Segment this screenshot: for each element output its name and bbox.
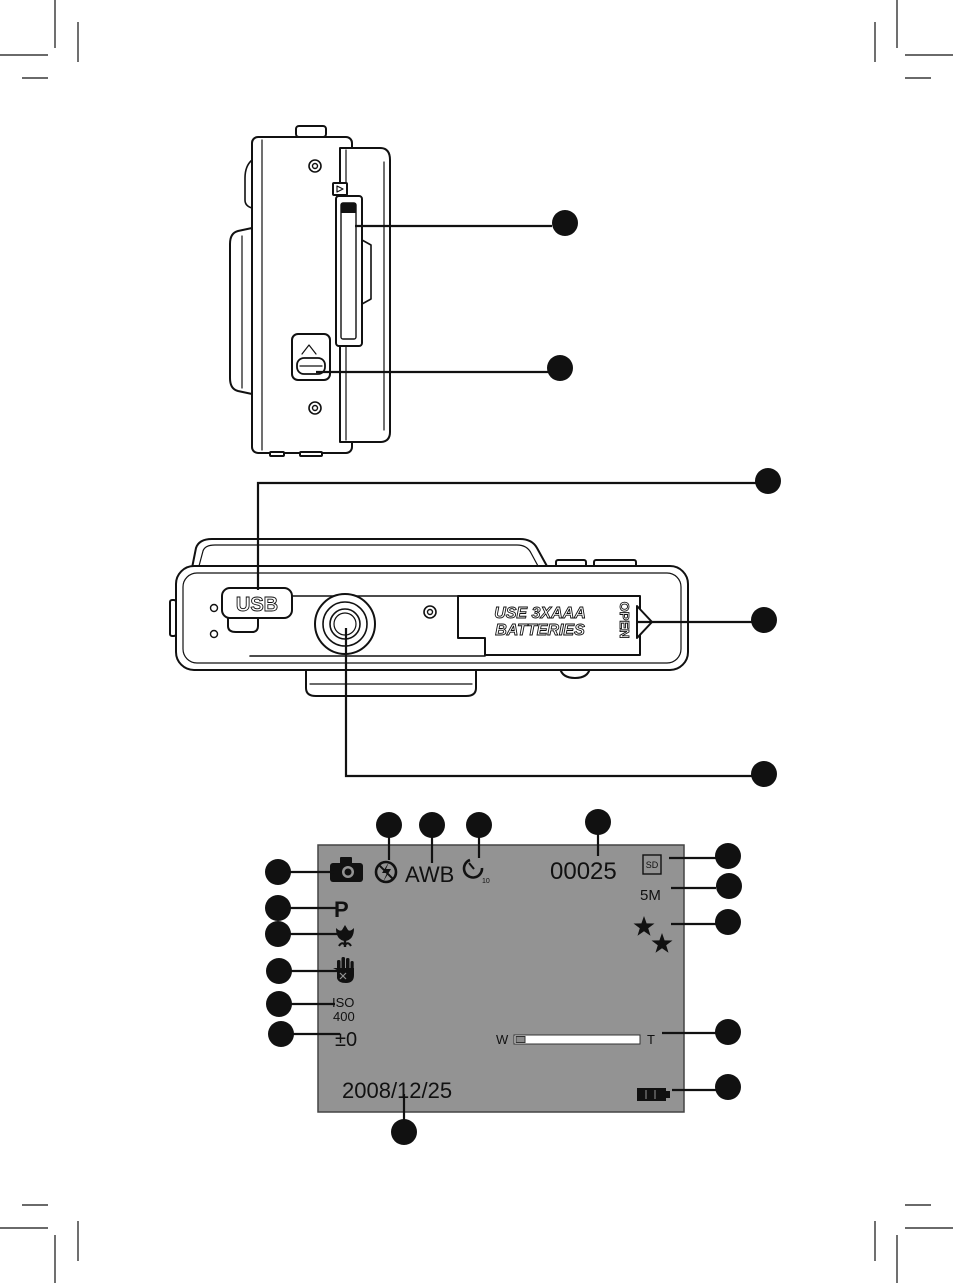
lens-barrel xyxy=(230,228,252,394)
callout-marker xyxy=(552,210,578,236)
callout-marker xyxy=(265,921,291,947)
usb-label: USB xyxy=(236,594,278,616)
storage-media-label: SD xyxy=(646,860,659,870)
exposure-compensation: ±0 xyxy=(335,1029,357,1051)
callout-marker xyxy=(265,859,291,885)
callout-marker xyxy=(715,843,741,869)
shutter-button xyxy=(296,126,326,137)
callout-marker xyxy=(751,761,777,787)
shots-remaining: 00025 xyxy=(550,858,617,885)
callout-marker xyxy=(419,812,445,838)
zoom-bar xyxy=(514,1035,640,1044)
callout-marker xyxy=(547,355,573,381)
lcd-display-diagram: AWB 10 00025 SD 5M P xyxy=(265,809,742,1145)
self-timer-seconds: 10 xyxy=(482,878,490,885)
callout-marker xyxy=(268,1021,294,1047)
callout-marker xyxy=(266,958,292,984)
image-size-label: 5M xyxy=(640,887,661,904)
callout-marker xyxy=(751,607,777,633)
callout-marker xyxy=(715,1074,741,1100)
battery-full-icon xyxy=(637,1088,670,1101)
callout-marker xyxy=(755,468,781,494)
open-label: OPEN xyxy=(617,602,632,639)
callout-marker xyxy=(585,809,611,835)
zoom-wide-label: W xyxy=(496,1032,509,1047)
callout-marker xyxy=(715,909,741,935)
date-label: 2008/12/25 xyxy=(342,1078,452,1103)
battery-door: USE 3XAAA BATTERIES OPEN xyxy=(458,596,652,655)
scene-mode-label: P xyxy=(334,897,349,922)
callout-marker xyxy=(265,895,291,921)
iso-value: 400 xyxy=(333,1009,355,1024)
callout-marker xyxy=(716,873,742,899)
lcd-screen xyxy=(318,845,684,1112)
battery-door-line2: BATTERIES xyxy=(495,622,585,639)
zoom-position-marker xyxy=(516,1037,525,1043)
zoom-tele-label: T xyxy=(647,1032,655,1047)
white-balance-label: AWB xyxy=(405,862,454,887)
callout-marker xyxy=(391,1119,417,1145)
iso-label: ISO xyxy=(332,995,354,1010)
callout-marker xyxy=(266,991,292,1017)
battery-door-line1: USE 3XAAA xyxy=(494,605,586,622)
camera-side-view xyxy=(230,126,578,456)
camera-bottom-view: USB USE 3XAAA BATTERIES OPEN xyxy=(170,468,781,787)
callout-marker xyxy=(466,812,492,838)
callout-marker xyxy=(715,1019,741,1045)
callout-marker xyxy=(376,812,402,838)
